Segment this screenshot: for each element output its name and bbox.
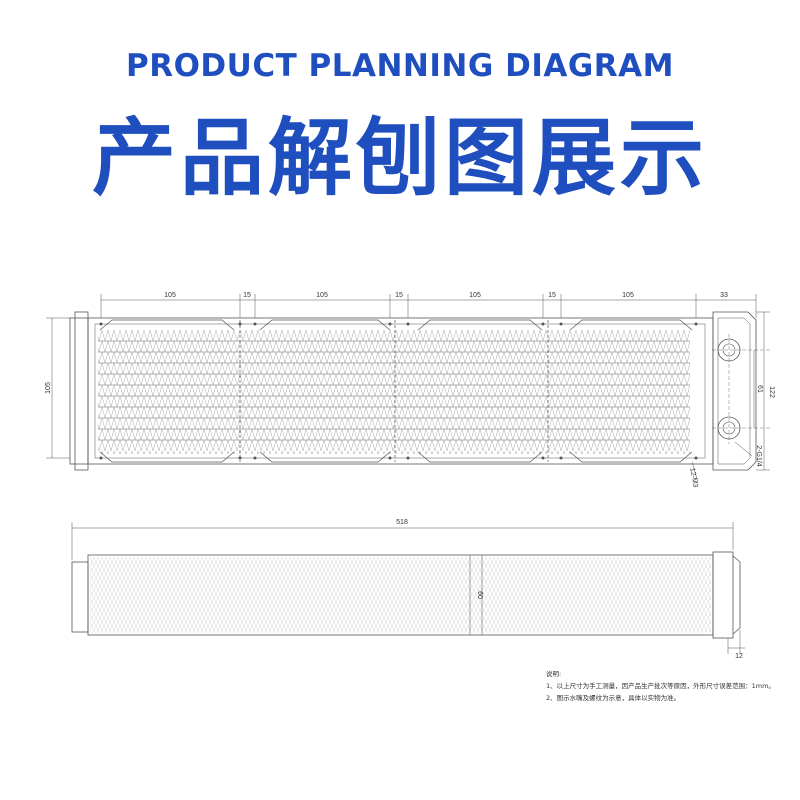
dim-right-height: 122: [768, 386, 775, 398]
radiator-tubes: [98, 340, 690, 441]
dim-thickness: 60: [476, 591, 483, 599]
left-height-dimension: [46, 317, 70, 459]
top-view: [69, 311, 770, 471]
dim-segment-1: 105: [164, 292, 176, 299]
notes: 说明: 1、以上尺寸为手工测量，因产品生产批次等原因，外形尺寸误差范围：1mm。…: [546, 668, 796, 704]
dim-height: 105: [45, 382, 52, 394]
screw-holes: [99, 322, 698, 460]
dim-segment-5: 105: [469, 292, 481, 299]
notes-line-2: 2、图示水嘴及螺纹为示意，具体以实物为准。: [546, 694, 681, 702]
side-right-tank: [712, 551, 734, 639]
side-dimension-lines: [71, 522, 745, 654]
dim-hole-spacing: 61: [756, 385, 763, 393]
dim-segment-7: 105: [622, 292, 634, 299]
right-end-tank: [712, 311, 757, 471]
right-dimensions: [691, 311, 770, 483]
radiator-fins: [98, 330, 690, 454]
left-end-cap: [69, 317, 89, 465]
fan-mount-outlines: [99, 319, 693, 463]
label-thread: 2-G1/4: [755, 445, 762, 467]
title-chinese: 产品解刨图展示: [91, 109, 708, 207]
radiator-inner-frame: [94, 323, 706, 459]
title-english: PRODUCT PLANNING DIAGRAM: [125, 48, 675, 84]
dim-segment-6: 15: [548, 292, 556, 299]
top-dimension-line: [100, 294, 757, 318]
left-end-flange: [74, 311, 89, 471]
dim-segment-4: 15: [395, 292, 403, 299]
dim-end: 12: [735, 653, 743, 660]
side-right-cap: [732, 555, 741, 635]
side-left-cap: [71, 561, 89, 633]
dim-segment-2: 15: [243, 292, 251, 299]
dim-length: 518: [396, 519, 408, 526]
dim-segment-8: 33: [720, 292, 728, 299]
notes-line-1: 1、以上尺寸为手工测量，因产品生产批次等原因，外形尺寸误差范围：1mm。: [546, 682, 775, 690]
side-view: [71, 551, 741, 639]
label-screw: 12-M3: [688, 467, 698, 488]
dim-segment-3: 105: [316, 292, 328, 299]
notes-heading: 说明:: [546, 670, 562, 678]
